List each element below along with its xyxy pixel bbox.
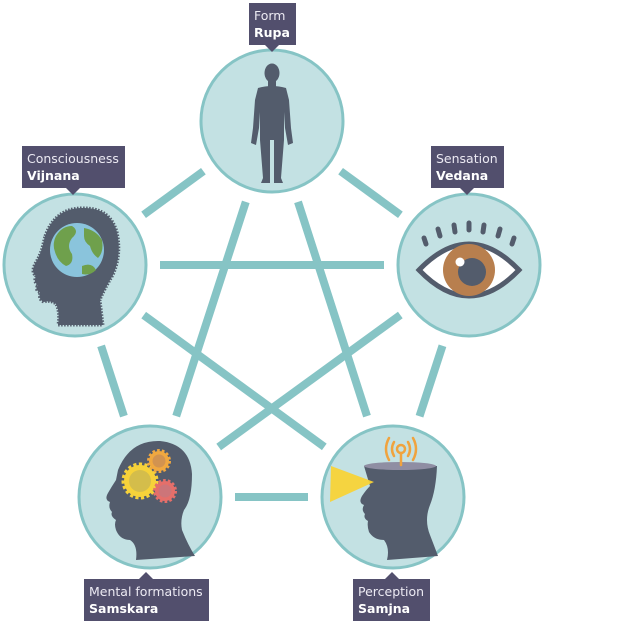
label-consciousness-sanskrit: Vijnana: [27, 168, 80, 183]
connector-consciousness-mental: [97, 344, 128, 418]
signal-icon: [384, 436, 418, 467]
head-globe-icon: [31, 206, 121, 327]
label-consciousness: Consciousness Vijnana: [22, 146, 125, 195]
eye-icon: [415, 220, 523, 299]
node-mental-formations: [77, 424, 223, 570]
label-sensation-sanskrit: Vedana: [436, 168, 489, 183]
connector-sensation-perception: [415, 344, 447, 418]
label-mental-english: Mental formations: [89, 584, 203, 599]
perception-light-cone: [330, 466, 374, 502]
label-perception-english: Perception: [358, 584, 425, 599]
connector-form-sensation: [338, 167, 403, 219]
label-perception: Perception Samjna: [353, 572, 431, 621]
label-mental-formations: Mental formations Samskara: [84, 572, 209, 621]
connector-form-perception: [294, 200, 371, 418]
human-body-icon: [251, 63, 293, 183]
label-sensation: Sensation Vedana: [431, 146, 504, 195]
label-form-sanskrit: Rupa: [254, 25, 290, 40]
label-form: Form Rupa: [249, 3, 296, 52]
gear-red: [153, 479, 177, 503]
label-sensation-english: Sensation: [436, 151, 498, 166]
connector-form-consciousness: [141, 167, 206, 219]
node-consciousness: [2, 192, 148, 338]
head-gears-icon: [106, 440, 195, 560]
label-mental-sanskrit: Samskara: [89, 601, 159, 616]
label-perception-sanskrit: Samjna: [358, 601, 411, 616]
head-antenna-icon: [330, 436, 438, 560]
gear-orange: [147, 449, 171, 473]
connector-form-mental: [172, 200, 250, 418]
gear-yellow: [121, 462, 159, 500]
node-perception: [320, 424, 466, 570]
connector-lines: [97, 167, 447, 501]
connector-sensation-mental: [216, 311, 403, 451]
node-form: [199, 48, 345, 194]
node-sensation: [396, 192, 542, 338]
label-form-english: Form: [254, 8, 286, 23]
connector-consciousness-perception: [141, 311, 327, 451]
label-consciousness-english: Consciousness: [27, 151, 119, 166]
